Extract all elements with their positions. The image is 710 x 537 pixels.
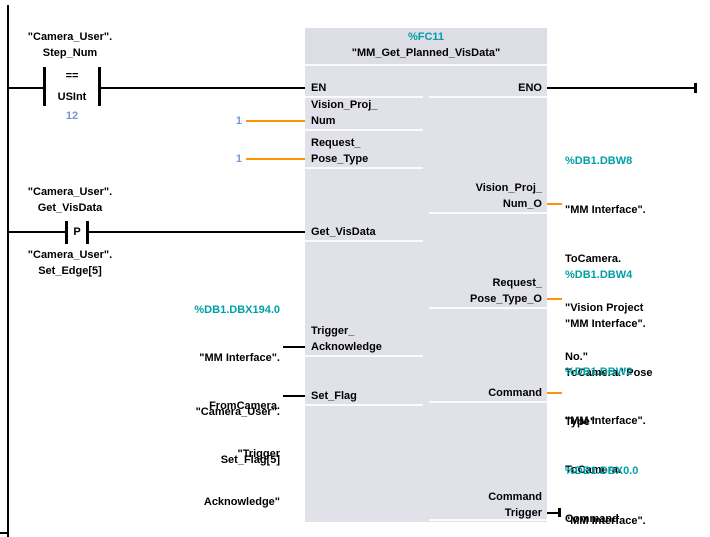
pin-separator xyxy=(429,519,547,521)
fc-block-header xyxy=(305,28,547,64)
operand-command[interactable]: %DB1.DBW2 "MM Interface". ToCamera. Comm… xyxy=(565,332,705,537)
pin-separator xyxy=(305,167,423,169)
operand-address: %DB1.DBW2 xyxy=(565,366,633,378)
pin-separator xyxy=(429,96,547,98)
operand-label-get-visdata[interactable]: "Camera_User".Get_VisData xyxy=(27,186,113,214)
operand-command-trigger[interactable]: %DB1.DBX0.0 "MM Interface". ToCamera. "C… xyxy=(565,430,705,537)
operand-address: %DB1.DBX0.0 xyxy=(565,465,639,477)
fc-block-header-separator xyxy=(305,64,547,66)
pin-trigger-acknowledge[interactable]: Trigger_Acknowledge xyxy=(311,325,382,353)
compare-contact-type[interactable]: USInt xyxy=(57,91,87,103)
operand-trigger-acknowledge[interactable]: %DB1.DBX194.0 "MM Interface". FromCamera… xyxy=(130,270,280,537)
power-rail xyxy=(7,5,9,537)
pin-request-pose-type-o[interactable]: Request_Pose_Type_O xyxy=(470,277,542,305)
operand-vision-project-no[interactable]: %DB1.DBW8 "MM Interface". ToCamera. "Vis… xyxy=(565,121,705,398)
wire-eno xyxy=(547,87,697,89)
pin-vision-proj-num[interactable]: Vision_Proj_Num xyxy=(311,99,378,127)
network-edge-tick xyxy=(0,532,7,534)
wire-request-pose-type xyxy=(246,158,305,160)
wire-vision-proj-num xyxy=(246,120,305,122)
pin-set-flag[interactable]: Set_Flag xyxy=(311,390,357,402)
pin-eno[interactable]: ENO xyxy=(518,82,542,94)
pin-en[interactable]: EN xyxy=(311,82,327,94)
operand-label-step-num[interactable]: "Camera_User".Step_Num xyxy=(27,31,113,59)
const-vision-proj-num[interactable]: 1 xyxy=(235,115,242,127)
wire xyxy=(8,87,44,89)
fc-block-address[interactable]: %FC11 xyxy=(407,31,445,43)
pin-vision-proj-num-o[interactable]: Vision_Proj_Num_O xyxy=(475,182,542,210)
compare-contact-right-bar xyxy=(98,67,101,106)
operand-set-flag[interactable]: "Camera_User". Set_Flag[5] xyxy=(195,406,280,466)
wire xyxy=(89,231,305,233)
pin-separator xyxy=(305,404,423,406)
pin-separator xyxy=(305,355,423,357)
operand-address: %DB1.DBW8 xyxy=(565,155,633,167)
operand-address: %DB1.DBW4 xyxy=(565,269,633,281)
wire-trigger-acknowledge xyxy=(283,346,305,348)
fc-block[interactable] xyxy=(305,28,547,522)
wire-set-flag xyxy=(283,395,305,397)
compare-contact-value[interactable]: 12 xyxy=(65,110,79,122)
pin-separator xyxy=(429,307,547,309)
pin-separator xyxy=(429,212,547,214)
wire-vision-proj-num-o xyxy=(547,203,562,205)
wire-request-pose-type-o xyxy=(547,298,562,300)
operand-label-set-edge[interactable]: "Camera_User".Set_Edge[5] xyxy=(27,249,113,277)
operand-address: %DB1.DBX194.0 xyxy=(194,304,280,316)
wire xyxy=(101,87,305,89)
edge-contact-p[interactable]: P xyxy=(73,226,81,238)
compare-contact-left-bar xyxy=(43,67,46,106)
wire-command xyxy=(547,392,562,394)
pin-request-pose-type[interactable]: Request_Pose_Type xyxy=(311,137,369,165)
compare-contact-operator[interactable]: == xyxy=(65,70,79,82)
wire xyxy=(8,231,65,233)
pin-command[interactable]: Command xyxy=(488,387,542,399)
wire-command-trigger-terminator xyxy=(558,508,561,517)
operand-pose-type[interactable]: %DB1.DBW4 "MM Interface". ToCamera."Pose… xyxy=(565,235,705,463)
pin-separator xyxy=(429,401,547,403)
edge-contact-left-bar xyxy=(65,221,68,244)
const-request-pose-type[interactable]: 1 xyxy=(235,153,242,165)
pin-separator xyxy=(305,96,423,98)
pin-separator xyxy=(305,129,423,131)
pin-get-visdata[interactable]: Get_VisData xyxy=(311,226,376,238)
wire-command-trigger xyxy=(547,512,560,514)
edge-contact-right-bar xyxy=(86,221,89,244)
fc-block-title[interactable]: "MM_Get_Planned_VisData" xyxy=(351,47,501,59)
wire-eno-terminator xyxy=(694,83,697,93)
pin-separator xyxy=(305,240,423,242)
